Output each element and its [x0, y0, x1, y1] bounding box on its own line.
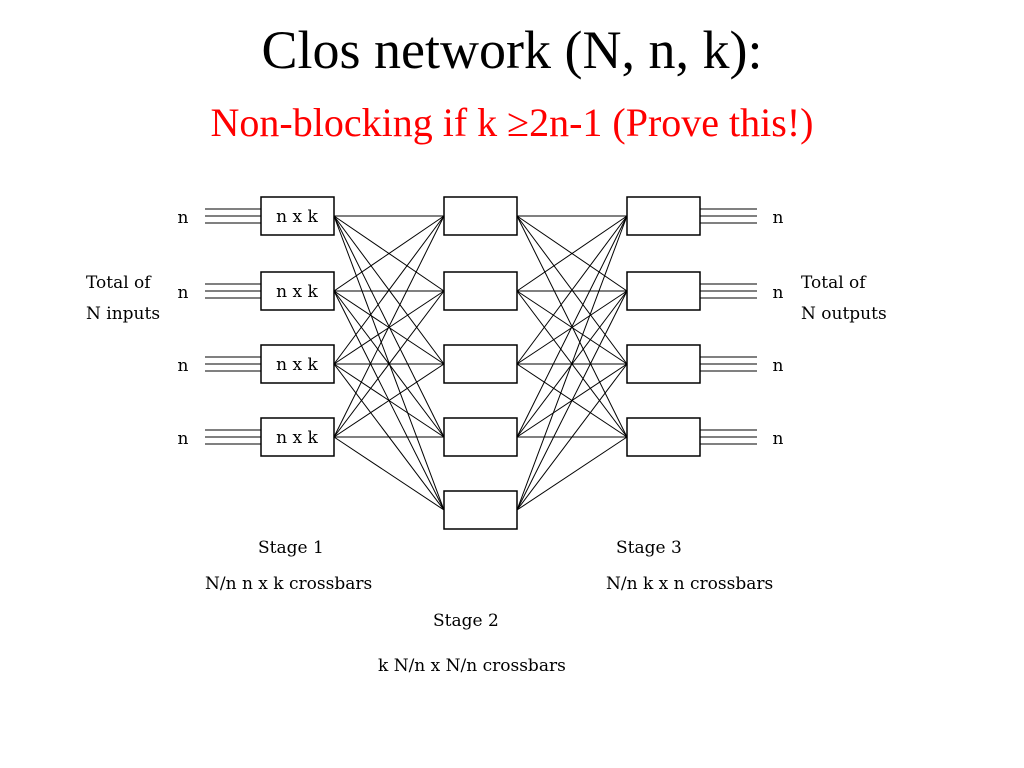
stage2-stage3-link: [516, 215, 628, 438]
stage2-stage3-link: [516, 215, 628, 292]
stage1-crossbar-label: n x k: [276, 282, 318, 302]
stage2-crossbar: [443, 344, 518, 384]
stage1-crossbars: n x k n x k n x k n x k: [260, 196, 335, 457]
stage1-stage2-link: [333, 436, 445, 511]
stage1-stage2-link: [333, 290, 445, 438]
slide-title: Clos network (N, n, k):: [261, 20, 763, 80]
stage1-stage2-link: [333, 215, 445, 292]
stage3-crossbar: [626, 271, 701, 311]
stage2-crossbar: [443, 417, 518, 457]
input-port-labels: n n n n: [178, 208, 189, 449]
output-total-label: N outputs: [801, 304, 887, 324]
stage3-crossbar: [626, 417, 701, 457]
stage2-stage3-link: [516, 363, 628, 511]
stage2-crossbar: [443, 271, 518, 311]
stage2-crossbar: [443, 196, 518, 236]
stage2-crossbar: [443, 490, 518, 530]
stage2-stage3-link: [516, 215, 628, 365]
stage2-crossbars: [443, 196, 518, 530]
stage3-title: Stage 3: [616, 538, 682, 558]
stage1-crossbar-label: n x k: [276, 428, 318, 448]
stage1-stage2-link: [333, 363, 445, 438]
input-port-label: n: [178, 208, 189, 228]
stage2-stage3-link: [516, 290, 628, 511]
stage1-stage2-link: [333, 215, 445, 511]
stage2-title: Stage 2: [433, 611, 499, 631]
output-total-label: Total of: [801, 273, 867, 293]
output-port-label: n: [773, 283, 784, 303]
stage2-description: k N/n x N/n crossbars: [378, 656, 566, 676]
input-port-label: n: [178, 356, 189, 376]
output-port-label: n: [773, 208, 784, 228]
stage3-crossbar: [626, 344, 701, 384]
input-total-label: N inputs: [86, 304, 160, 324]
output-port-label: n: [773, 356, 784, 376]
stage1-crossbar: n x k: [260, 344, 335, 384]
stage3-crossbars: [626, 196, 701, 457]
stage2-stage3-links: [516, 215, 628, 511]
stage2-stage3-link: [516, 215, 628, 511]
output-port-label: n: [773, 429, 784, 449]
stage1-crossbar: n x k: [260, 417, 335, 457]
stage1-crossbar: n x k: [260, 196, 335, 236]
stage1-crossbar-label: n x k: [276, 207, 318, 227]
input-port-label: n: [178, 429, 189, 449]
stage2-stage3-link: [516, 436, 628, 511]
stage1-stage2-link: [333, 215, 445, 438]
stage1-title: Stage 1: [258, 538, 324, 558]
input-port-label: n: [178, 283, 189, 303]
output-port-labels: n n n n: [773, 208, 784, 449]
stage1-stage2-link: [333, 215, 445, 365]
output-lines: [700, 208, 757, 445]
stage1-crossbar: n x k: [260, 271, 335, 311]
input-total-label: Total of: [86, 273, 152, 293]
input-lines: [205, 208, 261, 445]
stage3-crossbar: [626, 196, 701, 236]
stage1-stage2-links: [333, 215, 445, 511]
slide-subtitle: Non-blocking if k ≥2n-1 (Prove this!): [210, 100, 814, 145]
stage3-description: N/n k x n crossbars: [606, 574, 773, 594]
stage1-description: N/n n x k crossbars: [205, 574, 372, 594]
stage1-crossbar-label: n x k: [276, 355, 318, 375]
